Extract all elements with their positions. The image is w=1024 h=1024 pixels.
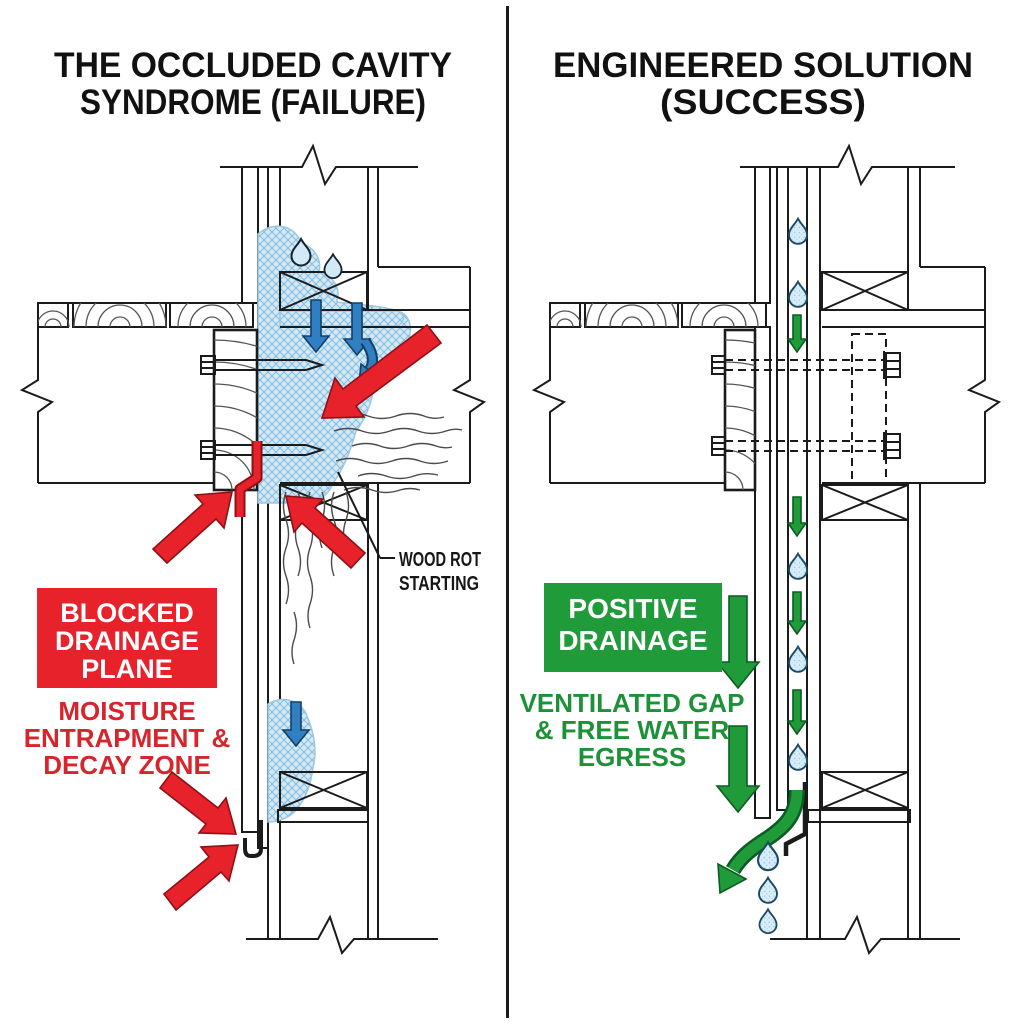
- callout-leader-line: [337, 471, 395, 559]
- failure-arrow-blocked-outlet-2: [162, 844, 240, 912]
- wall-top-break-line: [740, 143, 955, 187]
- left-diagram: WOOD ROT STARTING THE OCCLUDED CAVITY SY…: [19, 46, 487, 955]
- blocked-flashing: [236, 441, 261, 517]
- drainage-mat: [776, 166, 789, 811]
- stucco-cladding-upper: [241, 166, 259, 304]
- water-droplet-icon: [788, 217, 808, 245]
- wall-bottom-break-line: [246, 914, 438, 955]
- caption-line1: VENTILATED GAP: [520, 688, 745, 718]
- through-bolt-upper: [711, 351, 901, 379]
- water-droplet-icon: [788, 280, 808, 308]
- failure-arrow-wall-base: [284, 495, 367, 570]
- caption-line2: & FREE WATER: [535, 715, 730, 745]
- failure-arrow-moisture-entry: [320, 323, 443, 419]
- right-diagram: ENGINEERED SOLUTION (SUCCESS) POSITIVE D…: [520, 46, 1002, 955]
- water-droplet-icon: [758, 908, 778, 935]
- x-blocking-upper: [821, 271, 909, 311]
- drainage-arrow-small: [786, 496, 808, 538]
- badge-line3: PLANE: [81, 654, 173, 684]
- water-droplet-icon: [788, 645, 808, 673]
- badge-line1: BLOCKED: [60, 598, 194, 628]
- blocked-drainage-badge: [37, 588, 217, 688]
- deck-left-break-edge: [531, 303, 567, 483]
- crimped-drainage-termination: [243, 820, 263, 858]
- water-droplet-icon: [323, 253, 343, 280]
- moisture-blob-upper: [257, 225, 412, 504]
- kick-out-flashing: [783, 782, 808, 856]
- interior-stud-line: [367, 167, 379, 310]
- lower-stud-lines: [367, 483, 379, 939]
- caption-line2: ENTRAPMENT &: [24, 723, 231, 753]
- badge-line2: DRAINAGE: [55, 626, 199, 656]
- drainage-arrow-small: [786, 689, 808, 736]
- interior-right-break-edge: [451, 267, 487, 483]
- water-droplet-icon: [788, 552, 808, 580]
- right-title-line2: (SUCCESS): [660, 83, 866, 122]
- panel-divider: [506, 6, 509, 1018]
- moisture-strip-floor: [279, 310, 405, 327]
- hidden-standoff-blocking: [851, 333, 887, 484]
- caption-line1: MOISTURE: [58, 696, 195, 726]
- lag-bolt-upper: [200, 355, 326, 375]
- positive-drainage-badge: [544, 583, 722, 672]
- ledger-beam-standoff: [723, 328, 757, 492]
- deck-boards: [37, 302, 254, 328]
- trapped-water-arrow: [281, 701, 311, 748]
- drainage-arrow-small: [786, 591, 808, 636]
- water-droplet-icon: [758, 876, 778, 904]
- drainage-arrow-large: [715, 595, 761, 690]
- failure-arrow-flashing: [151, 491, 234, 565]
- water-droplet-icon: [788, 743, 808, 771]
- badge-line2: DRAINAGE: [558, 625, 707, 656]
- drainage-arrow-large: [715, 725, 761, 814]
- x-blocking-rim: [821, 484, 909, 521]
- deck-board-grain: [38, 303, 247, 327]
- egress-arrowhead: [717, 862, 748, 895]
- floor-lines: [822, 309, 985, 328]
- stucco-cladding-upper: [754, 166, 771, 304]
- wall-top-break-line: [220, 143, 418, 187]
- failure-arrow-blocked-outlet-1: [158, 770, 238, 835]
- x-blocking-lower: [821, 771, 909, 809]
- wood-rot-callout-line2: STARTING: [399, 573, 479, 595]
- stucco-cladding-lower: [241, 489, 259, 833]
- deck-left-break-edge: [19, 303, 55, 483]
- sill-plate: [807, 809, 911, 823]
- sheathing: [806, 166, 821, 940]
- deck-board-grain: [550, 303, 759, 327]
- left-title-line2: SYNDROME (FAILURE): [80, 83, 426, 122]
- lower-stud-lines: [907, 483, 921, 939]
- drainage-arrow-small: [786, 314, 808, 354]
- interior-right-break-edge: [966, 267, 1002, 483]
- water-entry-arrow: [301, 299, 331, 354]
- x-blocking-lower: [279, 771, 368, 809]
- left-title-line1: THE OCCLUDED CAVITY: [54, 46, 452, 85]
- caption-line3: EGRESS: [578, 742, 686, 772]
- stucco-cladding-lower: [754, 326, 771, 819]
- egress-arrow: [728, 789, 803, 873]
- interior-stud-line: [907, 167, 921, 310]
- wall-bottom-break-line: [770, 914, 960, 955]
- right-title-line1: ENGINEERED SOLUTION: [553, 46, 973, 85]
- through-bolt-lower: [711, 432, 901, 460]
- caption-line3: DECAY ZONE: [43, 750, 211, 780]
- badge-line1: POSITIVE: [568, 593, 697, 624]
- sill-plate: [277, 809, 369, 823]
- deck-boards: [549, 302, 767, 328]
- wood-rot-callout-line1: WOOD ROT: [399, 549, 481, 571]
